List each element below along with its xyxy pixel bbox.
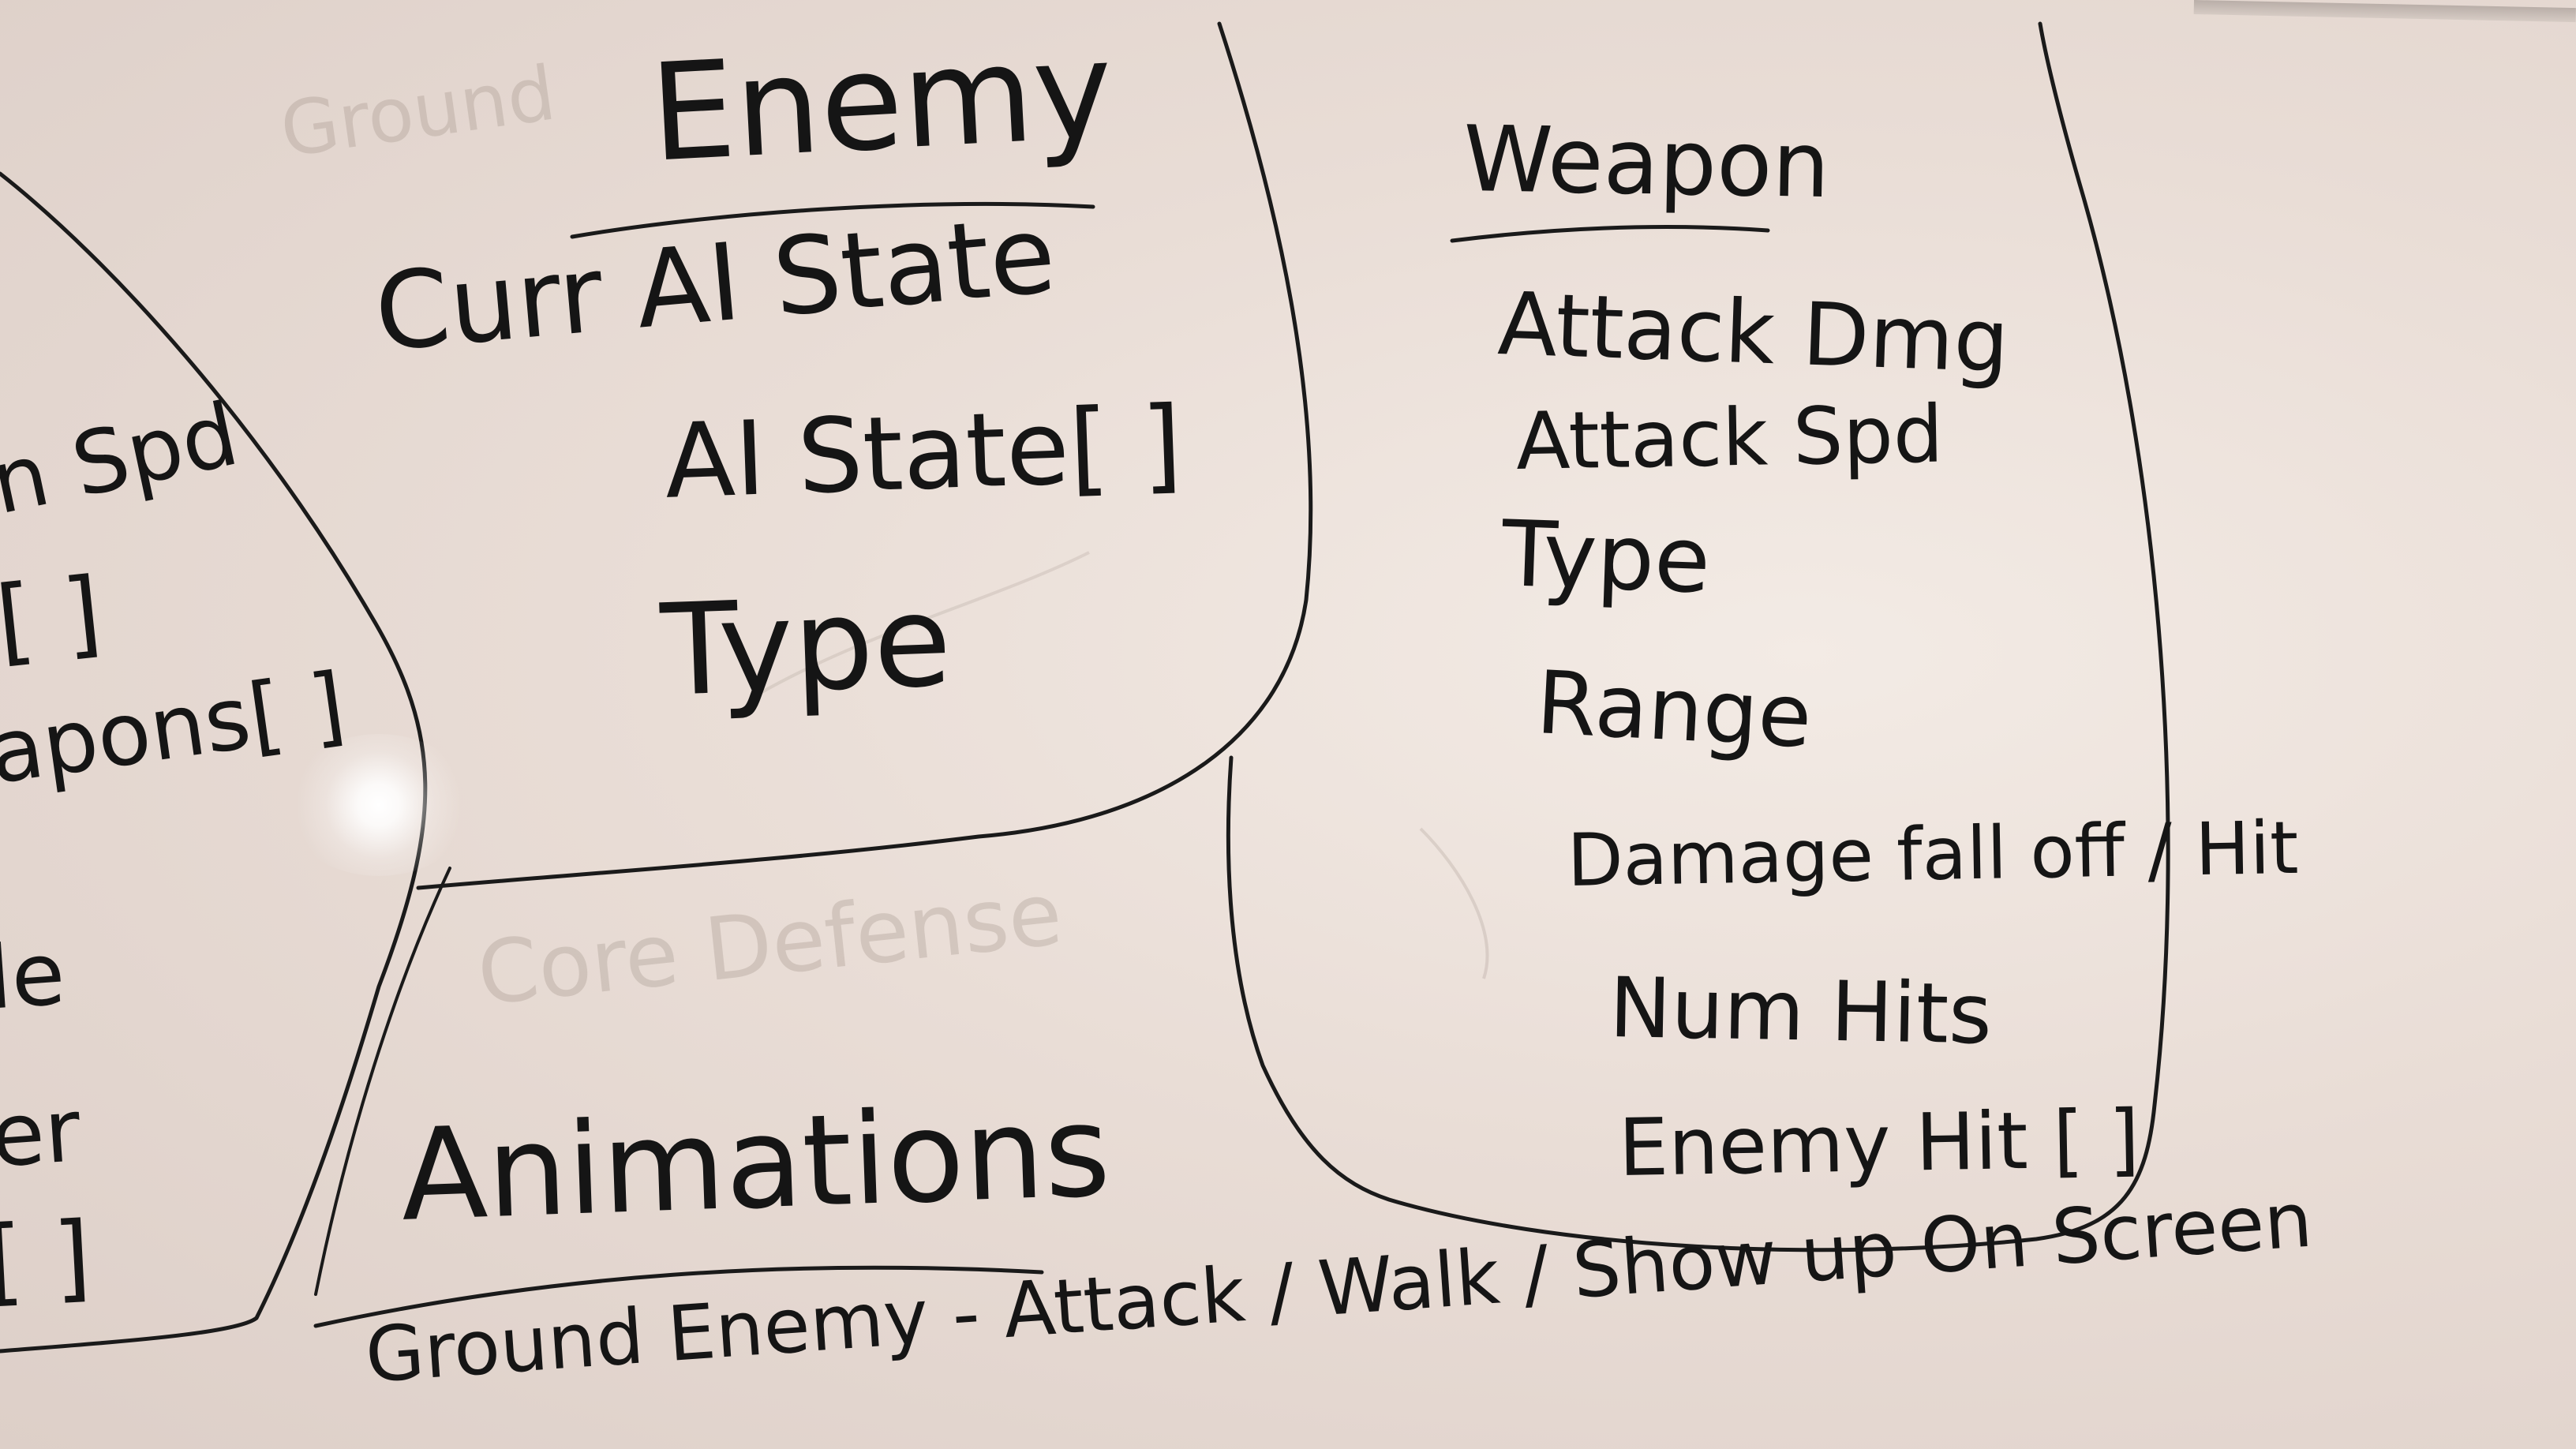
left-field-partial: [ ] xyxy=(0,1202,94,1317)
enemy-field-ai-state-array: AI State[ ] xyxy=(662,384,1184,522)
left-field-partial: le xyxy=(0,923,69,1029)
enemy-field-type: Type xyxy=(658,567,954,724)
enemy-title: Enemy xyxy=(646,12,1117,193)
ghost-stroke xyxy=(1419,827,1489,979)
weapon-field-num-hits: Num Hits xyxy=(1608,960,1993,1063)
weapon-field-enemy-hit-array: Enemy Hit [ ] xyxy=(1617,1092,2141,1194)
weapon-field-attack-dmg: Attack Dmg xyxy=(1496,273,2011,392)
weapon-box-outline xyxy=(1226,21,2170,1252)
animations-underline xyxy=(313,1265,1044,1328)
weapon-field-range: Range xyxy=(1533,652,1814,768)
left-box-outline xyxy=(0,171,428,1354)
enemy-underline xyxy=(570,201,1095,239)
weapon-field-damage-fall-off: Damage fall off / Hit xyxy=(1566,805,2300,903)
weapon-field-type: Type xyxy=(1500,501,1713,615)
light-glare xyxy=(284,734,474,876)
left-field-partial: er xyxy=(0,1080,84,1187)
left-field-partial: [ ] xyxy=(0,557,107,678)
enemy-box-outline xyxy=(416,21,1313,890)
animations-title: Animations xyxy=(398,1076,1113,1249)
ghost-stroke xyxy=(757,551,1090,696)
weapon-underline xyxy=(1450,225,1770,243)
animations-left-line xyxy=(314,867,451,1296)
weapon-title: Weapon xyxy=(1462,107,1831,219)
weapon-field-attack-spd: Attack Spd xyxy=(1515,388,1945,488)
